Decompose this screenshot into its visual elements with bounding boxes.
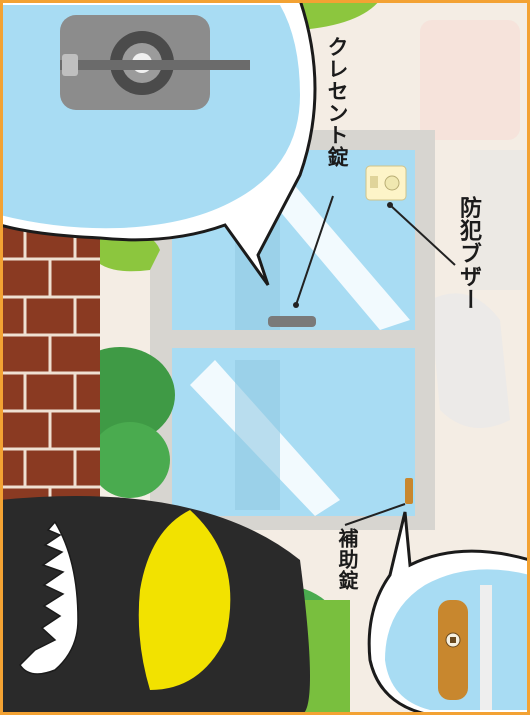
monster-eye [138, 510, 231, 690]
faded-panel-right [470, 150, 530, 290]
aux-closeup-frame [480, 585, 492, 710]
aux-closeup-lock-body [438, 600, 468, 700]
auxiliary-lock-small [405, 478, 413, 504]
aux-leader-line [344, 503, 406, 526]
faded-panel-top [420, 20, 520, 140]
aux-callout-bubble [367, 511, 530, 715]
monster-mouth [19, 520, 79, 675]
faded-hand-shape [430, 293, 510, 428]
glass-ghost-block-2 [235, 360, 280, 510]
crescent-closeup-lever [62, 54, 78, 76]
monster-face [0, 496, 310, 715]
crescent-leader-line [295, 195, 334, 306]
crescent-lock-small [268, 316, 316, 327]
auxiliary-lock-label: 補助錠 [335, 528, 359, 591]
buzzer-leader-dot [387, 202, 393, 208]
crescent-lock-label: クレセント錠 [325, 36, 349, 168]
glass-reflection-1 [262, 180, 410, 330]
crescent-closeup-bar [60, 60, 250, 70]
security-buzzer-label: 防犯ブザー [456, 196, 481, 311]
buzzer-leader-line [389, 204, 456, 266]
crescent-callout-bubble [0, 0, 317, 286]
buzzer-button [370, 176, 378, 188]
aux-closeup-key-slot [450, 637, 456, 643]
bush-2 [90, 422, 170, 498]
buzzer-speaker [384, 175, 400, 191]
crescent-leader-dot [293, 302, 299, 308]
